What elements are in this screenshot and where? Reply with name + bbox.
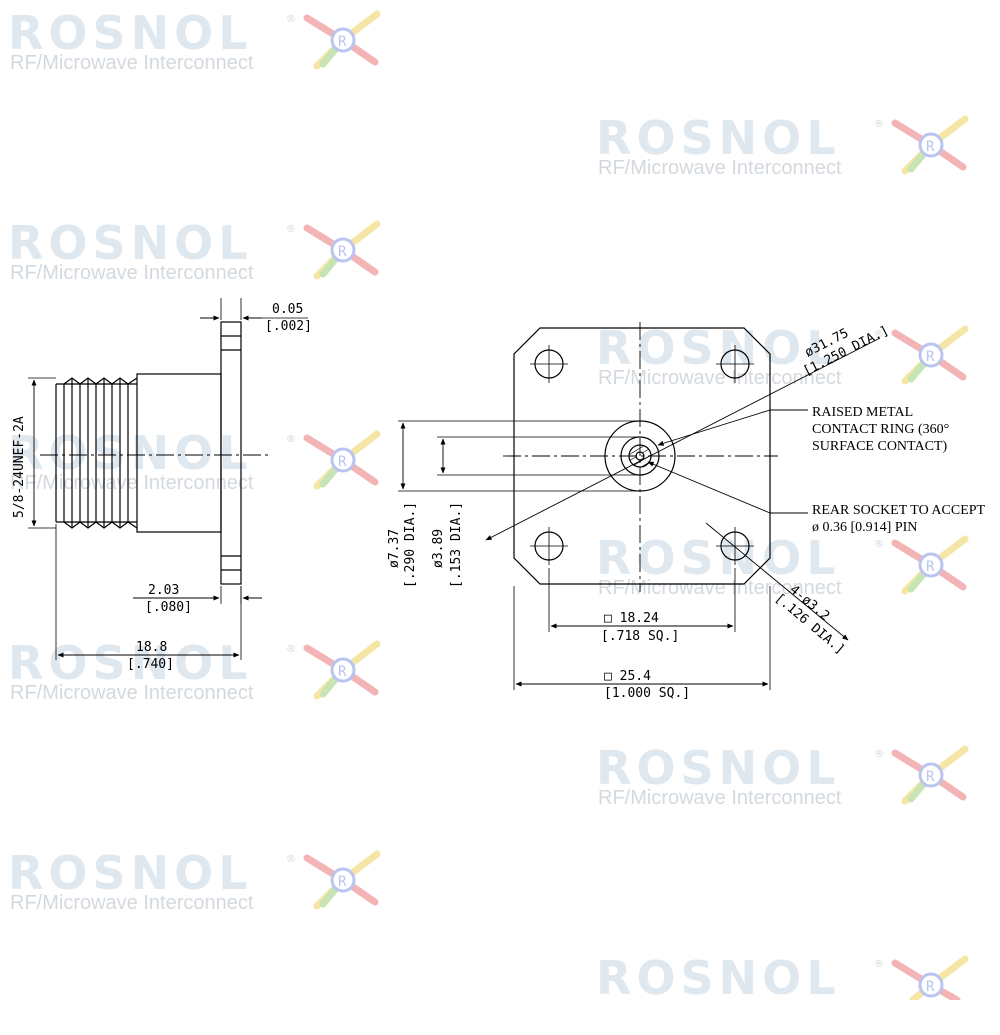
front-view bbox=[398, 322, 881, 690]
front-view-labels: ø31.75 [1.250 DIA.] RAISED METAL CONTACT… bbox=[387, 323, 986, 701]
flange-size-mm: □ 25.4 bbox=[604, 669, 651, 684]
hole-spacing-mm: □ 18.24 bbox=[604, 611, 659, 626]
outer-dia-mm: ø7.37 bbox=[387, 529, 402, 568]
front-flange bbox=[513, 327, 771, 585]
hole-dia-leader bbox=[705, 522, 849, 641]
flange-gap-mm: 0.05 bbox=[272, 302, 303, 317]
side-view bbox=[28, 298, 308, 660]
inner-dia-inch: [.153 DIA.] bbox=[449, 502, 464, 588]
flange-thickness-mm: 2.03 bbox=[148, 583, 179, 598]
thread-label: 5/8-24UNEF-2A bbox=[12, 416, 27, 518]
flange-size-inch: [1.000 SQ.] bbox=[604, 686, 690, 701]
overall-length-mm: 18.8 bbox=[136, 640, 167, 655]
connector-drawing: 5/8-24UNEF-2A 0.05 [.002] 2.03 [.080] 18… bbox=[12, 298, 986, 701]
flange-thickness-inch: [.080] bbox=[145, 600, 192, 615]
contact-ring-note-1: RAISED METAL bbox=[812, 405, 913, 420]
side-thread bbox=[55, 377, 138, 529]
flange-gap-inch: [.002] bbox=[265, 319, 312, 334]
drawing-stage: ROSNOL ® RF/Microwave Interconnect R ROS… bbox=[8, 10, 986, 1001]
side-view-labels: 5/8-24UNEF-2A 0.05 [.002] 2.03 [.080] 18… bbox=[12, 302, 312, 672]
contact-ring-note-3: SURFACE CONTACT) bbox=[812, 439, 947, 454]
socket-note-2: ø 0.36 [0.914] PIN bbox=[812, 520, 917, 535]
side-flange bbox=[220, 321, 242, 585]
overall-length-inch: [.740] bbox=[127, 657, 174, 672]
outer-dia-inch: [.290 DIA.] bbox=[403, 502, 418, 588]
socket-note-1: REAR SOCKET TO ACCEPT bbox=[812, 503, 986, 518]
inner-dia-mm: ø3.89 bbox=[431, 529, 446, 568]
contact-ring-note-2: CONTACT RING (360° bbox=[812, 422, 949, 437]
hole-spacing-inch: [.718 SQ.] bbox=[601, 629, 679, 644]
bolt-circle-leader bbox=[485, 337, 881, 541]
side-body bbox=[136, 373, 222, 533]
